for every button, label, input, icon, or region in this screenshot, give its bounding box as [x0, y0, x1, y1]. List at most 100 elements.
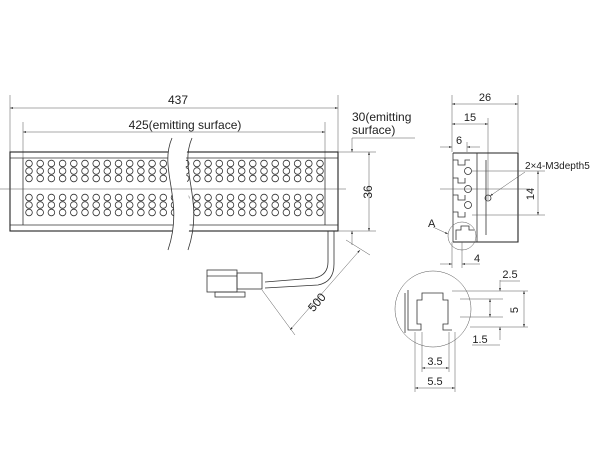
led	[47, 167, 56, 175]
led	[137, 174, 145, 183]
led	[249, 174, 257, 183]
hole-spec-label: 2×4-M3depth5	[525, 161, 590, 172]
led	[125, 167, 134, 175]
led	[260, 193, 268, 202]
width-label: 26	[479, 92, 491, 104]
slot-offset-label: 6	[456, 135, 462, 147]
led	[36, 193, 44, 202]
led	[271, 159, 279, 168]
led	[70, 159, 78, 168]
led	[237, 201, 246, 209]
led	[316, 193, 324, 202]
led	[81, 201, 89, 209]
led	[293, 159, 302, 168]
led	[237, 167, 246, 175]
led	[70, 208, 78, 217]
led	[114, 201, 123, 209]
led	[271, 201, 279, 209]
led	[70, 167, 78, 175]
led	[58, 167, 67, 175]
led	[70, 193, 78, 202]
led	[47, 174, 56, 183]
led	[58, 174, 67, 183]
led	[81, 159, 89, 168]
led	[260, 159, 268, 168]
led	[282, 174, 291, 183]
led	[25, 193, 33, 202]
led	[92, 159, 100, 168]
led	[215, 201, 223, 209]
led	[58, 208, 67, 217]
led	[148, 159, 156, 168]
led	[271, 208, 279, 217]
led	[271, 167, 279, 175]
front-view: 437 425(emitting surface) 36 30(emitting…	[0, 93, 415, 336]
led	[282, 208, 291, 217]
led	[137, 201, 145, 209]
led	[293, 201, 302, 209]
led	[58, 159, 67, 168]
led	[293, 174, 302, 183]
led	[193, 167, 201, 175]
led	[271, 193, 279, 202]
led	[193, 159, 201, 168]
led	[92, 201, 100, 209]
led	[92, 167, 100, 175]
led	[125, 201, 134, 209]
detail-label: A	[428, 218, 436, 230]
led	[159, 174, 167, 183]
led	[215, 167, 223, 175]
led	[305, 201, 313, 209]
led	[215, 208, 223, 217]
led	[316, 208, 324, 217]
led	[204, 193, 212, 202]
led	[249, 159, 257, 168]
detail-a-view: 3.5 5.5 2.5 5 1.5	[394, 269, 528, 392]
led	[70, 174, 78, 183]
led	[92, 193, 100, 202]
led	[193, 208, 201, 217]
led	[260, 208, 268, 217]
led	[282, 201, 291, 209]
led	[249, 208, 257, 217]
led	[305, 167, 313, 175]
led	[137, 193, 145, 202]
led	[226, 208, 235, 217]
led	[237, 193, 246, 202]
led	[58, 193, 67, 202]
led	[25, 167, 33, 175]
cable-length-dimension	[289, 249, 361, 331]
led	[25, 208, 33, 217]
led	[159, 201, 167, 209]
led	[47, 193, 56, 202]
height-label: 36	[361, 185, 375, 199]
led	[114, 193, 123, 202]
led	[204, 208, 212, 217]
led	[282, 167, 291, 175]
led	[148, 208, 156, 217]
led	[103, 174, 111, 183]
cable	[264, 231, 329, 283]
led	[103, 208, 111, 217]
led	[237, 208, 246, 217]
break-line	[167, 137, 175, 251]
led	[114, 167, 123, 175]
led	[293, 167, 302, 175]
led	[36, 174, 44, 183]
led	[249, 201, 257, 209]
led	[114, 174, 123, 183]
led	[70, 201, 78, 209]
led	[316, 159, 324, 168]
led	[316, 167, 324, 175]
led	[58, 201, 67, 209]
hole-offset-label: 15	[464, 112, 476, 124]
led	[103, 167, 111, 175]
led	[125, 174, 134, 183]
cable-length-label: 500	[305, 290, 329, 315]
led	[193, 174, 201, 183]
side-view: 26 15 6 14 2×4-M3depth5 A 4	[428, 92, 590, 268]
led	[260, 174, 268, 183]
bottom-gap-label: 1.5	[472, 334, 487, 346]
led	[193, 193, 201, 202]
